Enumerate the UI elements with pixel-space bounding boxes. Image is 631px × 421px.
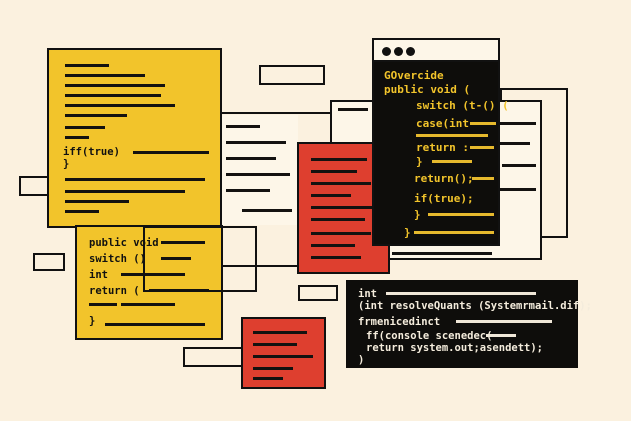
yellow-code-card-lower-left: public void switch () int return ( }: [75, 225, 223, 340]
editor-line-5: return :: [416, 141, 469, 154]
editor-line-6: }: [416, 155, 423, 168]
editor-line-7: return();: [414, 172, 474, 185]
editor-line-4: case(int: [416, 117, 469, 130]
window-dot-icon: [406, 47, 415, 56]
editor-line-9: }: [414, 208, 421, 221]
code-line-iff-true: iff(true): [63, 146, 120, 158]
editor-line-2: public void (: [384, 83, 471, 96]
editor-line-3: switch (t-() (: [416, 99, 509, 112]
outline-frame-lower-left: [143, 226, 257, 292]
console-line-6: ): [358, 354, 365, 366]
window-dot-icon: [394, 47, 403, 56]
code-line-return: return (: [89, 285, 140, 297]
editor-line-8: if(true);: [414, 192, 474, 205]
editor-line-1: GOvercide: [384, 69, 444, 82]
window-title-bar: [374, 40, 498, 62]
console-line-4: ff(console scenedec(: [366, 330, 493, 342]
outline-frame-left-tab: [19, 176, 49, 196]
outline-frame-top-center: [259, 65, 325, 85]
code-line-public-void: public void: [89, 237, 159, 249]
console-panel: int (int resolveQuants (Systemrmail.dif)…: [346, 280, 592, 368]
editor-line-10: }: [404, 226, 411, 239]
window-dot-icon: [382, 47, 391, 56]
console-line-2: (int resolveQuants (Systemrmail.dif);: [358, 300, 592, 312]
console-line-3: frmenicedinct: [358, 316, 441, 328]
code-line-switch: switch (): [89, 253, 146, 265]
code-line-close-brace: }: [63, 158, 70, 170]
red-code-card-bottom: [241, 317, 326, 389]
outline-frame-bottom-left: [183, 347, 243, 367]
code-line-int: int: [89, 269, 108, 281]
yellow-code-card-top-left: iff(true) }: [47, 48, 222, 228]
white-code-page-center: [222, 115, 298, 225]
code-editor-window: GOvercide public void ( switch (t-() ( c…: [372, 38, 509, 246]
outline-frame-small-left: [33, 253, 65, 271]
console-line-1: int: [358, 288, 377, 300]
console-line-5: return system.out;asendett);: [366, 342, 544, 354]
code-line-brace-end: }: [89, 315, 96, 327]
outline-frame-bottom-small: [298, 285, 338, 301]
